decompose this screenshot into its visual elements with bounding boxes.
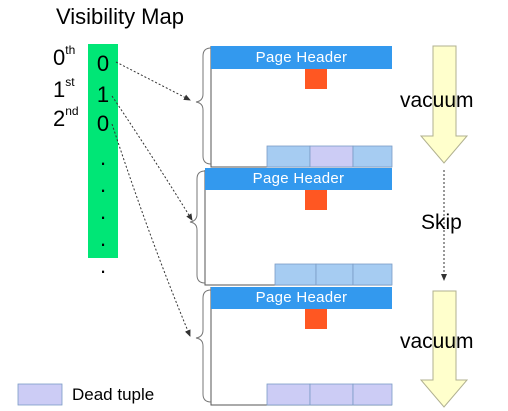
- dead-tuple: [266, 383, 311, 406]
- page-header-label: Page Header: [255, 289, 348, 306]
- bit-to-page-arrow: [111, 123, 191, 337]
- live-tuple: [315, 263, 354, 286]
- page-header-label: Page Header: [255, 49, 348, 66]
- page-brace: [189, 170, 206, 284]
- heap-page-0: [210, 46, 393, 168]
- dead-tuple: [309, 145, 354, 168]
- visibility-bit: 0: [96, 51, 110, 76]
- page-header-bar: [211, 287, 392, 309]
- header-marker: [305, 69, 327, 89]
- visibility-map-column: [88, 44, 118, 258]
- page-brace: [195, 47, 212, 165]
- bit-to-page-arrow: [111, 95, 193, 221]
- ordinal-label: 2nd: [53, 104, 79, 131]
- vacuum-label-top: vacuum: [400, 89, 474, 112]
- live-tuple: [352, 145, 393, 168]
- heap-page-1: [204, 168, 393, 286]
- vacuum-arrow-bottom: [419, 290, 469, 408]
- page-header-label: Page Header: [252, 170, 345, 187]
- live-tuple: [352, 263, 393, 286]
- visibility-bit-ellipsis: . . . . .: [99, 145, 107, 278]
- vacuum-label-bottom: vacuum: [400, 330, 474, 353]
- vacuum-arrow-top: [419, 45, 469, 164]
- visibility-bit: 0: [96, 111, 110, 136]
- ordinal-label: 1st: [53, 75, 75, 102]
- ordinal-label: 0th: [53, 43, 76, 70]
- dead-tuple: [352, 383, 393, 406]
- skip-label: Skip: [421, 211, 462, 234]
- visibility-map-title: Visibility Map: [56, 4, 184, 29]
- visibility-bit: 1: [96, 82, 110, 107]
- legend-swatch-dead-tuple: [17, 383, 63, 406]
- live-tuple: [274, 263, 317, 286]
- dead-tuple: [309, 383, 354, 406]
- page-brace: [195, 289, 212, 403]
- live-tuple: [266, 145, 311, 168]
- bit-to-page-arrow: [115, 61, 191, 101]
- heap-page-2: [210, 287, 393, 406]
- page-header-bar: [211, 46, 392, 69]
- legend-label-dead-tuple: Dead tuple: [72, 385, 155, 404]
- header-marker: [305, 190, 327, 210]
- header-marker: [305, 309, 327, 329]
- page-header-bar: [205, 168, 392, 190]
